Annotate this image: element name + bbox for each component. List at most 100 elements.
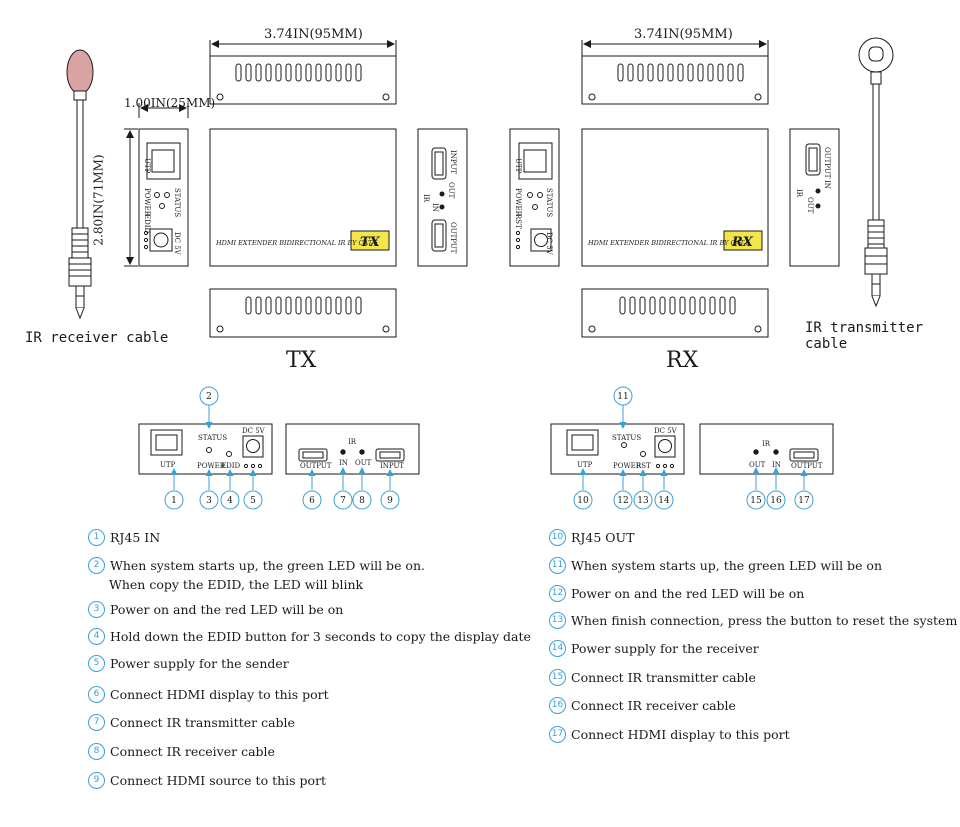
rx-product-text: HDMI EXTENDER BIDIRECTIONAL IR BY CAT-6 [587,239,750,247]
rxb-output-label: OUTPUT [791,462,823,470]
ir-transmitter-cable-drawing [858,37,894,308]
callout-4: 4 [227,496,233,506]
rx-back-out-label: OUT [806,197,814,214]
callout-arrows [170,405,808,490]
tx-height-dimension [124,128,138,267]
tx-width-label: 3.74IN(95MM) [264,27,363,42]
rx-badge-text: RX [731,235,754,250]
callout-1: 1 [171,496,177,506]
txb-in-label: IN [339,459,348,467]
txp-utp-label: UTP [160,461,176,469]
tx-depth-dimension [138,103,189,118]
height-label: 2.80IN(71MM) [91,154,106,246]
tx-back-input-label: INPUT [449,150,457,174]
callout-15: 15 [750,496,762,506]
callout-11: 11 [617,392,628,402]
rxp-dc-label: DC 5V [654,427,678,435]
tx-side-edid-label: EDID [143,214,151,233]
txb-output-label: OUTPUT [300,462,332,470]
tx-badge-text: TX [360,235,381,250]
tx-main-body [209,128,397,267]
rxp-utp-label: UTP [577,461,593,469]
callout-13: 13 [637,496,649,506]
rx-front-panel [550,423,685,475]
callout-8: 8 [359,496,365,506]
rx-side-dc-label: DC 5V [545,232,553,256]
tx-width-dimension [209,40,397,56]
ir-transmitter-cable-label: IR transmitter cable [805,320,924,352]
callout-14: 14 [658,496,670,506]
rx-back-in-label: IN [823,180,831,189]
rx-bottom-plate [581,288,769,338]
rx-back-side [789,128,840,267]
rx-side-utp-label: UTP [514,158,522,174]
txb-input-label: INPUT [380,462,404,470]
callout-5: 5 [250,496,256,506]
rx-main-body [581,128,769,267]
tx-side-dc-label: DC 5V [173,232,181,256]
callout-6: 6 [309,496,315,506]
rx-back-ir-label: IR [795,189,803,198]
callout-7: 7 [340,496,346,506]
rxp-rst-label: RST [636,462,651,470]
rxp-power-label: POWER [613,462,642,470]
tx-back-out-label: OUT [447,182,455,199]
tx-side-status-label: STATUS [173,188,181,217]
txp-status-label: STATUS [198,434,227,442]
rx-width-label: 3.74IN(95MM) [634,27,733,42]
txp-edid-label: EDID [221,462,240,470]
callout-9: 9 [387,496,393,506]
rxp-status-label: STATUS [612,434,641,442]
rxb-in-label: IN [772,461,781,469]
rx-side-rst-label: RST [514,214,522,229]
rx-back-panel [699,423,834,475]
callout-2: 2 [206,392,212,402]
callout-3: 3 [206,496,212,506]
callout-10: 10 [577,496,589,506]
rx-back-output-label: OUTPUT [823,147,831,179]
tx-back-panel [285,423,420,475]
callout-17: 17 [798,496,810,506]
tx-back-in-label: IN [431,203,439,212]
txb-ir-label: IR [348,438,357,446]
tx-bottom-plate [209,288,397,338]
depth-label: 1.00IN(25MM) [124,96,216,110]
callout-circles [164,386,814,510]
callout-12: 12 [617,496,628,506]
rx-side-status-label: STATUS [545,188,553,217]
rx-front-side [509,128,560,267]
rxb-out-label: OUT [749,461,766,469]
rx-top-plate [581,55,769,105]
tx-back-ir-label: IR [422,194,430,203]
callout-16: 16 [770,496,782,506]
tx-top-plate [209,55,397,105]
rx-width-dimension [581,40,769,56]
rxb-ir-label: IR [762,440,771,448]
tx-product-text: HDMI EXTENDER BIDIRECTIONAL IR BY CAT-6 [215,239,378,247]
ir-receiver-cable-drawing [66,49,94,320]
tx-back-side [417,128,468,267]
rx-side-power-label: POWER [514,188,522,217]
tx-side-utp-label: UTP [143,158,151,174]
tx-back-output-label: OUTPUT [449,222,457,254]
tx-unit-label: TX [286,348,317,373]
txp-dc-label: DC 5V [242,427,266,435]
